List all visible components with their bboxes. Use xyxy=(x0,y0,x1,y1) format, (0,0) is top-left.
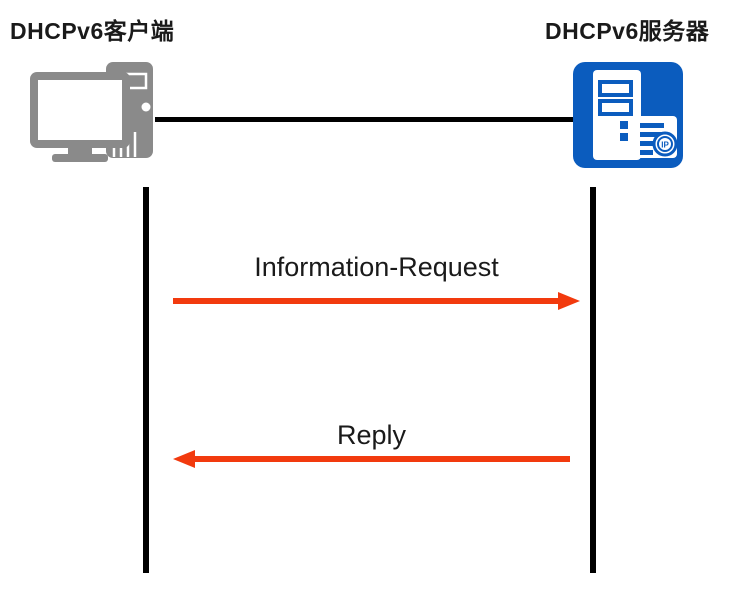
server-lifeline xyxy=(590,187,596,573)
ip-badge-text: IP xyxy=(661,141,669,150)
message-label-reply: Reply xyxy=(336,420,407,450)
client-actor-label: DHCPv6客户端 xyxy=(10,18,175,44)
arrow-right-information-request xyxy=(173,292,580,310)
client-lifeline xyxy=(143,187,149,573)
network-link-line xyxy=(155,117,575,122)
dhcp-server-icon: IP xyxy=(573,62,683,168)
message-label-information-request: Information-Request xyxy=(254,252,499,282)
desktop-computer-icon xyxy=(28,58,160,162)
server-actor-label: DHCPv6服务器 xyxy=(545,18,710,44)
arrow-left-reply xyxy=(173,450,570,468)
